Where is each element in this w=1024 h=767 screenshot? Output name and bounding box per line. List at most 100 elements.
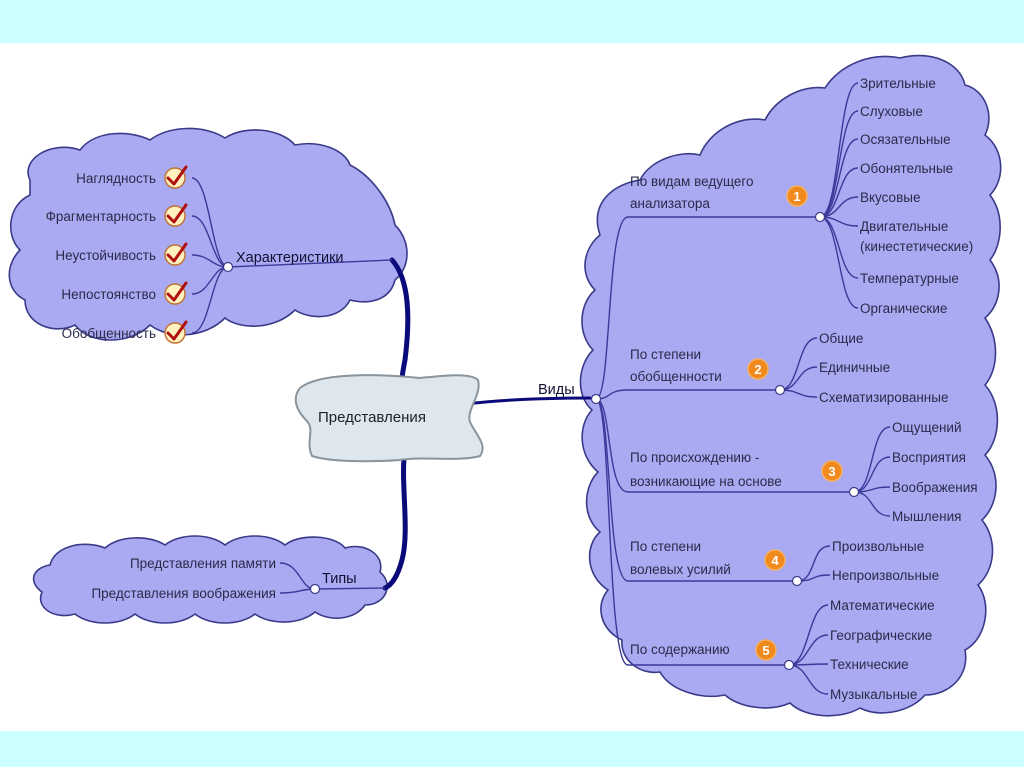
- kind-item[interactable]: Слуховые: [819, 104, 923, 218]
- group-label: анализатора: [630, 196, 710, 211]
- group-label: По степени: [630, 347, 701, 362]
- svg-text:1: 1: [793, 189, 800, 204]
- kind-item-label: Технические: [830, 657, 909, 672]
- number-badge-icon: 3: [821, 460, 843, 482]
- group-node[interactable]: [783, 659, 795, 671]
- kind-item[interactable]: Обонятельные: [819, 161, 953, 218]
- kind-item-label: Обонятельные: [860, 161, 953, 176]
- group-label: По происхождению -: [630, 450, 759, 465]
- kind-item-label: Мышления: [892, 509, 961, 524]
- connector-line: [819, 167, 859, 218]
- kind-item[interactable]: Двигательные(кинестетические): [819, 216, 973, 254]
- branch-to-types: [382, 447, 408, 591]
- kind-item[interactable]: Осязательные: [819, 132, 951, 218]
- checkmark-icon: [164, 165, 188, 189]
- kind-item-label: Вкусовые: [860, 190, 920, 205]
- kind-item-label: Температурные: [860, 271, 959, 286]
- types-label: Типы: [322, 571, 357, 587]
- kind-item-label: Географические: [830, 628, 932, 643]
- kind-item[interactable]: Органические: [819, 216, 947, 316]
- kind-item-label: Осязательные: [860, 132, 951, 147]
- connector-line: [853, 426, 891, 493]
- checkmark-icon: [164, 242, 188, 266]
- characteristic-item[interactable]: Обобщенность: [62, 266, 229, 344]
- connector-line: [819, 216, 859, 309]
- group-label: волевых усилий: [630, 562, 731, 577]
- kind-group[interactable]: По степени волевых усилий 4 ПроизвольныеНеп…: [595, 398, 939, 587]
- number-badge-icon: 4: [764, 549, 786, 571]
- cloud-kinds: [579, 54, 1002, 717]
- kind-item-label: Музыкальные: [830, 687, 917, 702]
- group-node[interactable]: [814, 211, 826, 223]
- kind-item-label: Произвольные: [832, 539, 924, 554]
- kind-group[interactable]: По видам ведущего анализатора 1 ЗрительныеС…: [595, 76, 973, 400]
- characteristic-item[interactable]: Неустойчивость: [55, 242, 229, 268]
- kinds-label: Виды: [538, 382, 575, 398]
- kind-item-label: Органические: [860, 301, 947, 316]
- top-band: [0, 0, 1024, 43]
- branch-to-kinds: [464, 396, 592, 406]
- characteristics-label: Характеристики: [236, 250, 344, 266]
- group-label: По содержанию: [630, 642, 730, 657]
- kinds-branch: Виды По видам ведущего анализатора 1 Зритель…: [538, 76, 978, 702]
- kind-item-label: Слуховые: [860, 104, 923, 119]
- group-node[interactable]: [848, 486, 860, 498]
- types-node[interactable]: [309, 583, 321, 595]
- kind-item-label: Зрительные: [860, 76, 936, 91]
- cloud-types: [32, 535, 388, 624]
- kind-group[interactable]: По степени обобщенности 2 ОбщиеЕдиничныеСхе…: [595, 331, 948, 405]
- types-line: [314, 587, 386, 590]
- type-label: Представления памяти: [130, 556, 276, 571]
- kind-item[interactable]: Общие: [779, 331, 863, 391]
- kind-item-label: Единичные: [819, 360, 890, 375]
- group-line: [595, 398, 797, 582]
- group-node[interactable]: [791, 575, 803, 587]
- characteristics-node[interactable]: [222, 261, 234, 273]
- connector-line: [819, 138, 859, 218]
- kind-group[interactable]: По происхождению -возникающие на основе3…: [595, 398, 978, 524]
- group-line: [595, 398, 854, 493]
- checkmark-icon: [164, 281, 188, 305]
- kind-item-label: Схематизированные: [819, 390, 948, 405]
- kind-item-label: Непроизвольные: [832, 568, 939, 583]
- kinds-node[interactable]: [590, 393, 602, 405]
- checkmark-icon: [164, 203, 188, 227]
- number-badge-icon: 5: [755, 639, 777, 661]
- center-label: Представления: [318, 409, 426, 426]
- svg-text:2: 2: [754, 362, 761, 377]
- kind-item[interactable]: Зрительные: [819, 76, 936, 218]
- kind-item[interactable]: Математические: [788, 598, 935, 666]
- checkmark-icon: [164, 320, 188, 344]
- center-node[interactable]: Представления: [294, 374, 484, 463]
- kind-item-label: Двигательные: [860, 219, 948, 234]
- kind-item-label: Общие: [819, 331, 863, 346]
- kind-group[interactable]: По содержанию 5 МатематическиеГеографическ…: [595, 398, 935, 702]
- characteristics-branch: Характеристики НаглядностьФрагментарность…: [46, 165, 393, 344]
- kind-item-label: Восприятия: [892, 450, 966, 465]
- characteristic-label: Неустойчивость: [55, 248, 156, 263]
- group-label: По видам ведущего: [630, 174, 754, 189]
- characteristic-item[interactable]: Наглядность: [76, 165, 229, 268]
- svg-text:5: 5: [762, 643, 769, 658]
- number-badge-icon: 2: [747, 358, 769, 380]
- characteristics-line: [227, 259, 393, 268]
- svg-text:4: 4: [771, 553, 779, 568]
- kind-item-label: Ощущений: [892, 420, 962, 435]
- characteristic-label: Фрагментарность: [46, 209, 156, 224]
- group-line: [595, 216, 820, 400]
- bottom-band: [0, 731, 1024, 767]
- group-label: обобщенности: [630, 369, 722, 384]
- svg-text:3: 3: [828, 464, 835, 479]
- connector-line: [779, 337, 818, 391]
- characteristic-item[interactable]: Фрагментарность: [46, 203, 229, 268]
- number-badge-icon: 1: [786, 185, 808, 207]
- group-label: По степени: [630, 539, 701, 554]
- characteristic-item[interactable]: Непостоянство: [61, 266, 229, 305]
- group-line: [595, 398, 789, 666]
- group-node[interactable]: [774, 384, 786, 396]
- connector-line: [788, 604, 829, 666]
- connector-line: [819, 82, 859, 218]
- kind-item[interactable]: Ощущений: [853, 420, 962, 493]
- connector-line: [191, 177, 229, 268]
